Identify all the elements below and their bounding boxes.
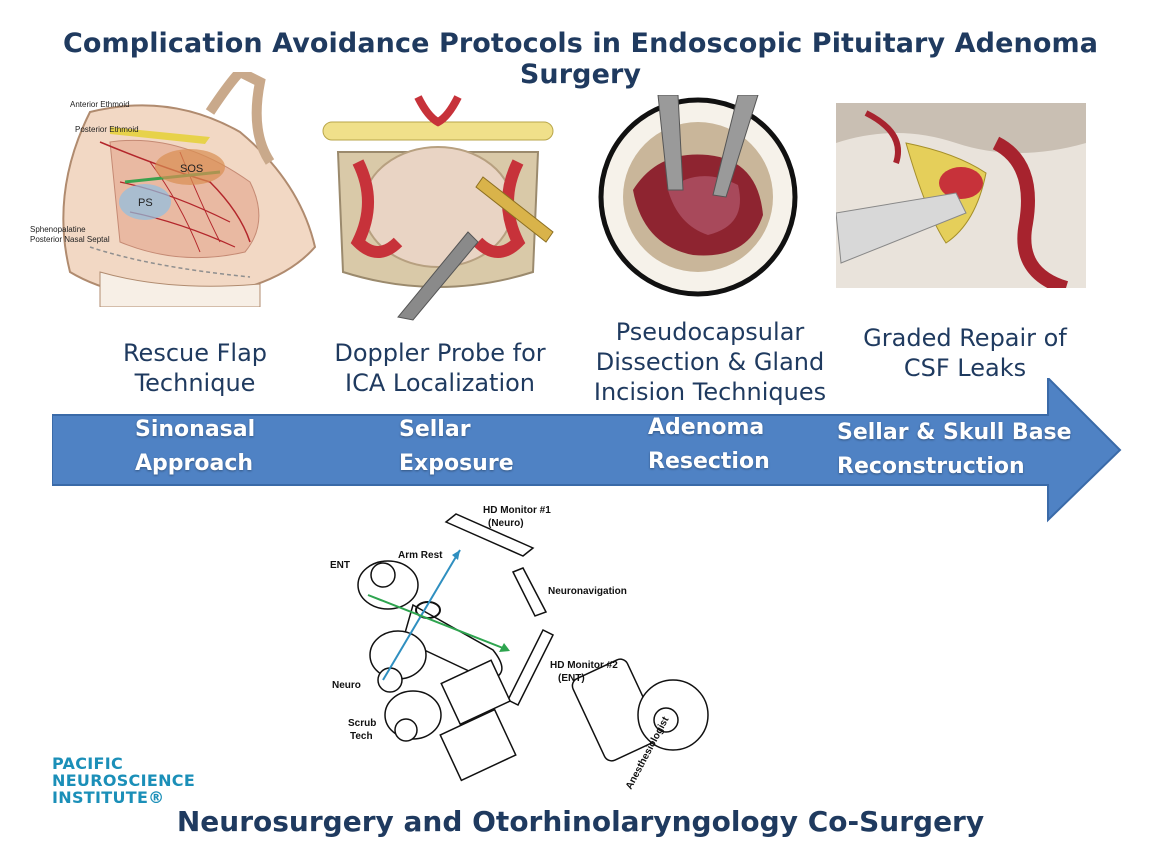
label-tech: Tech — [350, 731, 373, 742]
workflow-arrow — [52, 378, 1122, 523]
label-hd-monitor-1-sub: (Neuro) — [488, 518, 524, 529]
label-arm-rest: Arm Rest — [398, 550, 443, 561]
sinonasal-illustration: Anterior Ethmoid Posterior Ethmoid SOS P… — [30, 72, 320, 307]
stage-reconstruction: Sellar & Skull Base Reconstruction — [837, 420, 1072, 479]
label-hd-monitor-2: HD Monitor #2 — [550, 660, 618, 671]
label-ent: ENT — [330, 560, 350, 571]
label-posterior-nasal-septal: Posterior Nasal Septal — [30, 235, 110, 244]
doppler-probe-illustration — [318, 92, 558, 322]
label-sphenopalatine: Sphenopalatine — [30, 225, 86, 234]
label-hd-monitor-2-sub: (ENT) — [558, 673, 585, 684]
label-neuro: Neuro — [332, 680, 361, 691]
caption-doppler-probe: Doppler Probe for ICA Localization — [334, 339, 546, 397]
stage-adenoma-resection: Adenoma Resection — [648, 415, 770, 474]
label-hd-monitor-1: HD Monitor #1 — [483, 505, 551, 516]
stage-sellar-exposure: Sellar Exposure — [399, 417, 514, 476]
operating-room-layout-diagram: HD Monitor #1 (Neuro) Arm Rest ENT Neuro… — [328, 500, 728, 800]
label-posterior-ethmoid: Posterior Ethmoid — [75, 125, 139, 134]
label-ps: PS — [138, 197, 153, 209]
institute-logo: PACIFIC NEUROSCIENCE INSTITUTE® — [52, 754, 196, 807]
label-scrub: Scrub — [348, 718, 376, 729]
page-title: Complication Avoidance Protocols in Endo… — [62, 28, 1099, 90]
pseudocapsular-dissection-illustration — [598, 95, 798, 300]
footer-caption: Neurosurgery and Otorhinolaryngology Co-… — [176, 805, 985, 838]
stage-sinonasal-approach: Sinonasal Approach — [135, 417, 256, 476]
label-sos: SOS — [180, 163, 203, 175]
caption-pseudocapsular: Pseudocapsular Dissection & Gland Incisi… — [593, 318, 827, 406]
caption-graded-repair: Graded Repair of CSF Leaks — [863, 324, 1067, 382]
label-anterior-ethmoid: Anterior Ethmoid — [70, 100, 130, 109]
label-neuronavigation: Neuronavigation — [548, 586, 627, 597]
csf-leak-repair-illustration — [836, 103, 1086, 288]
caption-rescue-flap: Rescue Flap Technique — [122, 339, 268, 397]
